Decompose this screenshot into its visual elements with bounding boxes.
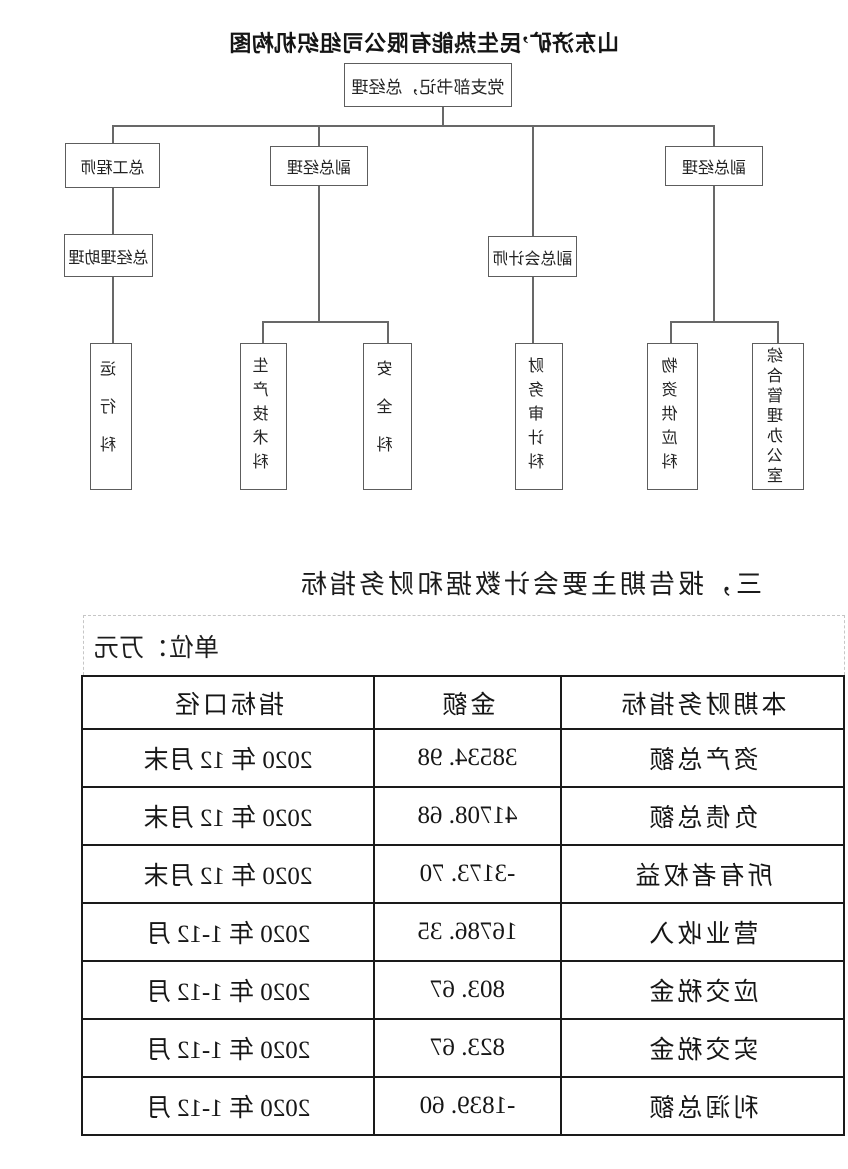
org-node-dept-operations: 运行科: [90, 343, 132, 490]
org-node-dept-material-supply: 物资供应科: [647, 343, 698, 490]
amount-cell: 823. 67: [374, 1019, 561, 1077]
connector-line: [262, 321, 389, 323]
section-heading: 三，报告期主要会计数据和财务指标: [297, 570, 762, 599]
table-row: 实交税金 823. 67 2020 年 1-12 月: [82, 1019, 844, 1077]
org-node-label: 党支部书记，总经理: [351, 77, 505, 97]
connector-line: [777, 321, 779, 343]
period-cell: 2020 年 1-12 月: [82, 961, 374, 1019]
column-header-amount: 金额: [374, 676, 561, 729]
org-node-party-secretary-gm: 党支部书记，总经理: [344, 63, 512, 107]
org-node-label: 总工程师: [80, 159, 145, 177]
org-node-label: 财务审计科: [530, 356, 547, 477]
org-node-label: 安全科: [378, 359, 396, 474]
amount-cell: -3173. 70: [374, 845, 561, 903]
amount-cell: 803. 67: [374, 961, 561, 1019]
org-node-dept-finance-audit: 财务审计科: [515, 343, 563, 490]
indicator-cell: 利润总额: [561, 1077, 844, 1135]
connector-line: [670, 321, 672, 343]
period-cell: 2020 年 12 月末: [82, 845, 374, 903]
connector-line: [318, 186, 320, 323]
org-node-label: 生产技术科: [254, 356, 272, 477]
amount-cell: 41708. 68: [374, 787, 561, 845]
org-node-dept-safety: 安全科: [363, 343, 412, 490]
period-cell: 2020 年 12 月末: [82, 729, 374, 787]
connector-line: [442, 107, 444, 126]
org-node-label: 总经理助理: [68, 249, 149, 267]
org-node-label: 运行科: [102, 359, 119, 474]
indicator-cell: 实交税金: [561, 1019, 844, 1077]
org-node-label: 物资供应科: [663, 356, 681, 477]
org-node-chief-engineer: 总工程师: [65, 143, 160, 188]
org-node-deputy-gm-2: 副总经理: [270, 146, 368, 186]
connector-line: [112, 125, 114, 143]
table-row: 应交税金 803. 67 2020 年 1-12 月: [82, 961, 844, 1019]
connector-line: [670, 321, 779, 323]
unit-label-row: 单位：万元: [83, 615, 845, 675]
indicator-cell: 资产总额: [561, 729, 844, 787]
org-node-deputy-chief-accountant: 副总会计师: [488, 236, 577, 277]
connector-line: [112, 277, 114, 343]
org-node-label: 综合管理办公室: [769, 346, 786, 487]
table-row: 营业收入 16786. 35 2020 年 1-12 月: [82, 903, 844, 961]
table-row: 所有者权益 -3173. 70 2020 年 12 月末: [82, 845, 844, 903]
connector-line: [387, 321, 389, 343]
financial-table: 本期财务指标 金额 指标口径 资产总额 38534. 98 2020 年 12 …: [81, 675, 845, 1136]
period-cell: 2020 年 1-12 月: [82, 903, 374, 961]
table-row: 利润总额 -1839. 60 2020 年 1-12 月: [82, 1077, 844, 1135]
org-node-deputy-gm-1: 副总经理: [665, 146, 763, 186]
indicator-cell: 负债总额: [561, 787, 844, 845]
period-cell: 2020 年 12 月末: [82, 787, 374, 845]
org-chart-title: 山东济矿’民生热能有限公司组织机构图: [228, 31, 620, 56]
connector-line: [713, 125, 715, 146]
connector-line: [532, 125, 534, 236]
org-node-dept-production-tech: 生产技术科: [240, 343, 287, 490]
table-row: 负债总额 41708. 68 2020 年 12 月末: [82, 787, 844, 845]
column-header-indicator: 本期财务指标: [561, 676, 844, 729]
connector-line: [318, 125, 320, 146]
amount-cell: 16786. 35: [374, 903, 561, 961]
table-header-row: 本期财务指标 金额 指标口径: [82, 676, 844, 729]
financial-indicators-table: 单位：万元 本期财务指标 金额 指标口径 资产总额 38534. 98 2020…: [81, 615, 845, 1136]
org-node-label: 副总会计师: [492, 250, 573, 268]
amount-cell: 38534. 98: [374, 729, 561, 787]
period-cell: 2020 年 1-12 月: [82, 1019, 374, 1077]
org-node-gm-assistant: 总经理助理: [64, 234, 153, 277]
org-node-dept-general-admin-office: 综合管理办公室: [752, 343, 804, 490]
org-node-label: 副总经理: [682, 160, 747, 177]
connector-line: [532, 277, 534, 343]
period-cell: 2020 年 1-12 月: [82, 1077, 374, 1135]
indicator-cell: 应交税金: [561, 961, 844, 1019]
connector-line: [713, 186, 715, 323]
indicator-cell: 营业收入: [561, 903, 844, 961]
column-header-period: 指标口径: [82, 676, 374, 729]
table-row: 资产总额 38534. 98 2020 年 12 月末: [82, 729, 844, 787]
connector-line: [262, 321, 264, 343]
connector-line: [112, 188, 114, 234]
unit-label: 单位：万元: [94, 634, 220, 662]
org-node-label: 副总经理: [287, 160, 352, 177]
indicator-cell: 所有者权益: [561, 845, 844, 903]
connector-line: [112, 125, 715, 127]
amount-cell: -1839. 60: [374, 1077, 561, 1135]
